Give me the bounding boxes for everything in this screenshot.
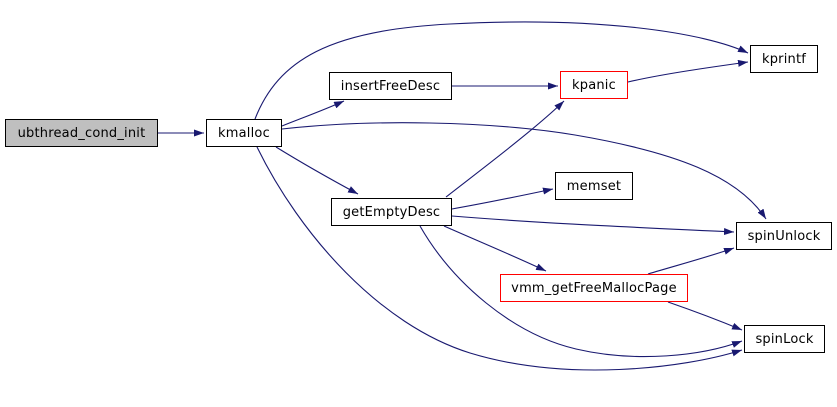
node-kmalloc[interactable]: kmalloc: [206, 119, 282, 147]
edge-kmalloc-to-kprintf: [254, 21, 749, 120]
edge-kpanic-to-kprintf: [627, 59, 749, 83]
node-kprintf[interactable]: kprintf: [750, 45, 818, 73]
node-label: spinLock: [755, 331, 814, 347]
node-label: spinUnlock: [747, 228, 821, 244]
node-label: kmalloc: [218, 125, 270, 141]
edge-getEmptyDesc-to-memset: [451, 187, 554, 210]
node-label: kpanic: [572, 77, 616, 93]
node-memset[interactable]: memset: [555, 172, 633, 200]
node-vmm_getFreeMallocPage[interactable]: vmm_getFreeMallocPage: [500, 274, 688, 302]
node-label: insertFreeDesc: [340, 78, 441, 94]
edge-vmm_getFreeMallocPage-to-spinUnlock: [647, 247, 735, 275]
node-insertFreeDesc[interactable]: insertFreeDesc: [329, 72, 452, 100]
node-getEmptyDesc[interactable]: getEmptyDesc: [331, 198, 452, 226]
edge-getEmptyDesc-to-spinLock: [419, 225, 743, 358]
node-ubthread_cond_init: ubthread_cond_init: [5, 119, 158, 147]
node-label: memset: [566, 178, 622, 194]
edge-getEmptyDesc-to-spinUnlock: [451, 215, 735, 236]
edge-kmalloc-to-spinLock: [256, 146, 743, 371]
node-label: vmm_getFreeMallocPage: [511, 280, 677, 296]
edge-getEmptyDesc-to-vmm_getFreeMallocPage: [443, 225, 547, 272]
node-label: getEmptyDesc: [342, 204, 441, 220]
edge-getEmptyDesc-to-kpanic: [445, 100, 565, 198]
node-label: kprintf: [761, 51, 807, 67]
edge-kmalloc-to-spinUnlock: [281, 122, 767, 220]
edge-vmm_getFreeMallocPage-to-spinLock: [667, 301, 743, 331]
edge-kmalloc-to-insertFreeDesc: [281, 100, 345, 127]
node-spinUnlock[interactable]: spinUnlock: [736, 222, 832, 250]
edge-kmalloc-to-getEmptyDesc: [275, 146, 359, 195]
node-spinLock[interactable]: spinLock: [744, 325, 825, 353]
node-label: ubthread_cond_init: [17, 125, 146, 141]
node-kpanic[interactable]: kpanic: [560, 71, 628, 99]
